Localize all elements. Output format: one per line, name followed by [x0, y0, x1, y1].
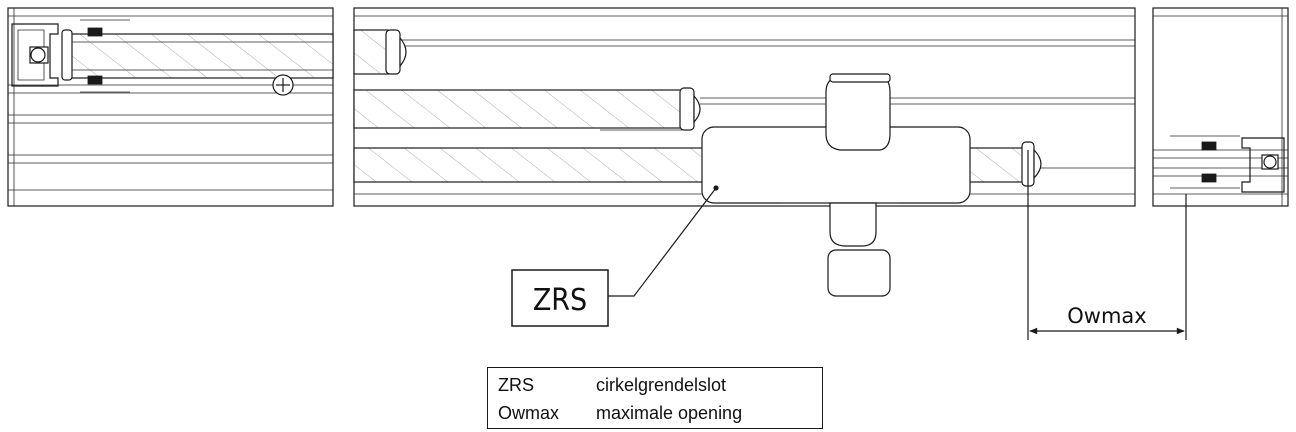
dimension-owmax: Owmax [1027, 150, 1187, 340]
right-frame-section [1152, 7, 1289, 207]
glass-pane-middle [353, 89, 683, 129]
owmax-label: Owmax [1067, 304, 1146, 328]
callout-zrs: ZRS [511, 187, 717, 327]
legend-code: Owmax [498, 402, 560, 423]
callout-zrs-label: ZRS [533, 283, 587, 318]
legend-description: cirkelgrendelslot [596, 374, 727, 395]
legend-row: Owmax maximale opening [488, 399, 822, 427]
callout-zrs-box [511, 269, 609, 327]
middle-frame-section [353, 7, 1136, 297]
left-frame-section [7, 7, 334, 207]
legend-code: ZRS [498, 374, 534, 395]
legend-description: maximale opening [596, 402, 743, 423]
legend-row: ZRS cirkelgrendelslot [488, 371, 822, 399]
lock-handle-bottom [829, 202, 877, 247]
legend-table: ZRS cirkelgrendelslot Owmax maximale ope… [487, 367, 823, 429]
lock-knob [827, 249, 891, 297]
lock-handle-top [825, 75, 891, 151]
glass-pane-outer [353, 29, 389, 75]
